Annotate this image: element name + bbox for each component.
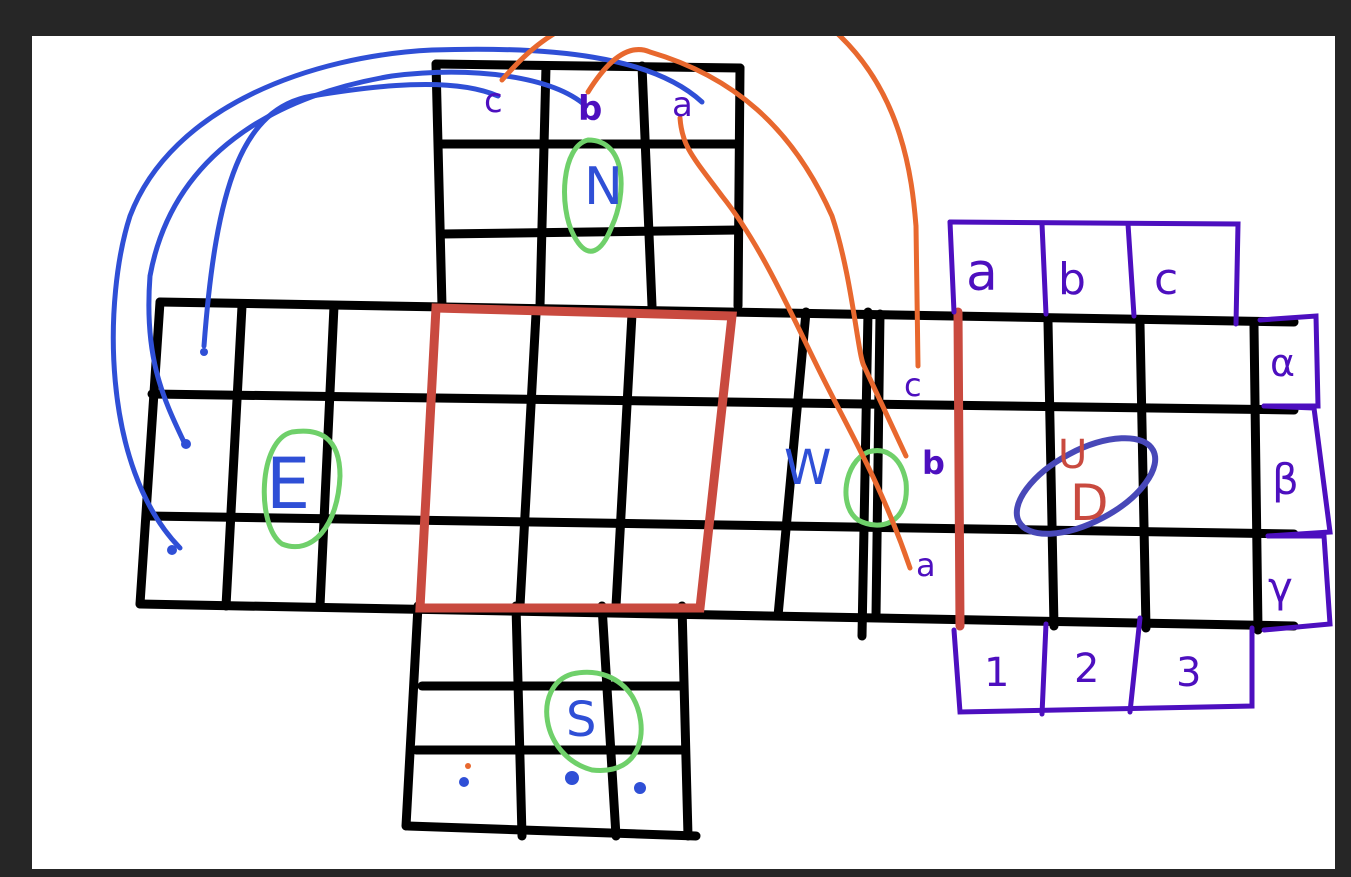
top-label-b: b	[1058, 254, 1086, 305]
side-label-beta: β	[1272, 455, 1299, 504]
east-face-label: E	[266, 443, 310, 525]
east-circle	[261, 428, 343, 550]
down-face-label: D	[1070, 474, 1109, 532]
center-face-grid	[515, 309, 637, 611]
south-face-label: S	[566, 692, 596, 748]
west-mark-c: c	[904, 366, 922, 404]
west-mark-b: b	[922, 444, 945, 482]
west-up-divider	[953, 307, 965, 631]
up-face-label: U	[1058, 432, 1087, 478]
north-circle	[562, 137, 624, 254]
north-mark-b: b	[578, 89, 602, 129]
top-label-a: a	[966, 243, 998, 303]
side-label-gamma: γ	[1268, 563, 1293, 612]
north-mark-a: a	[672, 85, 693, 125]
north-mark-c: c	[484, 81, 503, 121]
north-face-label: N	[584, 157, 623, 217]
cube-net-sketch: N E S W U D c b a c b a a b c α β γ 1 2	[110, 36, 1333, 841]
center-face-outline	[415, 303, 738, 613]
west-face-label: W	[784, 440, 831, 496]
orange-connectors	[499, 36, 921, 571]
south-circle	[544, 669, 644, 773]
blue-connectors	[110, 46, 705, 551]
bottom-label-frame	[951, 615, 1255, 717]
edge-dots	[167, 348, 646, 794]
west-circle	[843, 448, 909, 528]
bottom-label-1: 1	[984, 650, 1009, 696]
side-label-alpha: α	[1270, 341, 1295, 385]
drawing-canvas: N E S W U D c b a c b a a b c α β γ 1 2	[32, 36, 1335, 869]
top-label-frame	[947, 219, 1241, 327]
south-arm-grid	[401, 601, 701, 841]
top-label-c: c	[1154, 254, 1178, 305]
bottom-label-2: 2	[1074, 646, 1099, 692]
west-mark-a: a	[916, 546, 936, 584]
bottom-label-3: 3	[1176, 650, 1201, 696]
down-face-ellipse	[1013, 435, 1159, 537]
side-label-frame	[1257, 313, 1333, 633]
north-arm-grid	[431, 59, 745, 311]
